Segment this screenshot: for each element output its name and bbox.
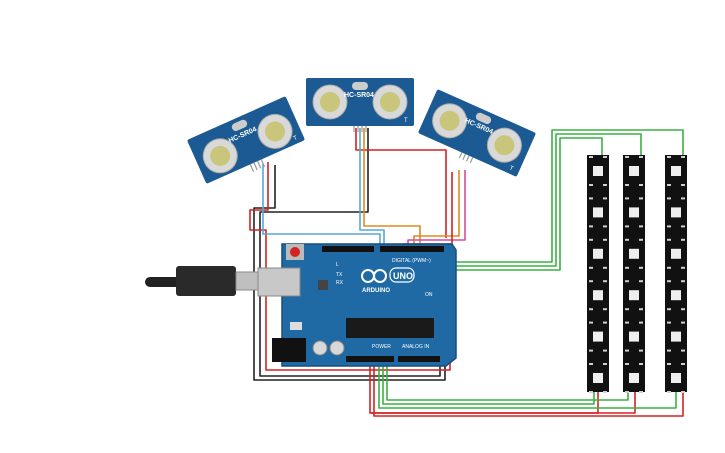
ultrasonic-sensor-left[interactable]: HC-SR04 T bbox=[187, 96, 308, 191]
capacitor-2 bbox=[329, 340, 345, 356]
l-label: L bbox=[336, 262, 339, 268]
wire-data-green-2[interactable] bbox=[376, 133, 642, 267]
digital-header-right bbox=[380, 246, 444, 252]
wire-vcc-red-2[interactable] bbox=[249, 162, 451, 371]
rx-label: RX bbox=[336, 280, 344, 286]
led-pixel bbox=[629, 290, 639, 301]
led-pixel bbox=[671, 331, 681, 342]
usb-port[interactable] bbox=[257, 267, 301, 297]
analog-header bbox=[398, 356, 440, 362]
wire-vcc-red-3[interactable] bbox=[369, 359, 599, 414]
power-header bbox=[346, 356, 394, 362]
led-pixel bbox=[671, 373, 681, 383]
wire-vcc-red-5[interactable] bbox=[373, 360, 684, 417]
led-pixel bbox=[629, 166, 639, 176]
led-pixel bbox=[593, 331, 603, 342]
led-strip-3[interactable] bbox=[665, 155, 687, 393]
wire-vcc-red[interactable] bbox=[355, 128, 447, 238]
wire-red-right[interactable] bbox=[402, 172, 453, 245]
analog-label: ANALOG IN bbox=[402, 344, 430, 350]
led-pixel bbox=[629, 373, 639, 383]
led-pixel bbox=[671, 290, 681, 301]
wire-gnd-green-2[interactable] bbox=[386, 360, 629, 401]
on-label: ON bbox=[425, 292, 433, 298]
led-pixel bbox=[593, 290, 603, 301]
wires bbox=[249, 128, 684, 417]
led-pixel bbox=[671, 207, 681, 218]
led-pixel bbox=[593, 207, 603, 218]
usb-cable[interactable] bbox=[145, 266, 259, 296]
reset-button[interactable] bbox=[290, 247, 300, 257]
led-pixel bbox=[593, 248, 603, 259]
atmega-chip bbox=[346, 318, 434, 338]
wire-gnd-black[interactable] bbox=[253, 165, 446, 381]
sensor-middle-label: HC-SR04 bbox=[344, 92, 374, 99]
sensor-middle-letter: T bbox=[404, 118, 408, 124]
wire-trig-blue[interactable] bbox=[262, 164, 381, 244]
tx-label: TX bbox=[336, 272, 343, 278]
wire-gnd-green-3[interactable] bbox=[378, 360, 677, 409]
ultrasonic-sensor-right[interactable]: HC-SR04 T bbox=[415, 89, 536, 182]
board-brand: ARDUINO bbox=[362, 288, 390, 294]
board-model: UNO bbox=[393, 271, 413, 281]
power-jack[interactable] bbox=[272, 338, 306, 362]
power-label: POWER bbox=[372, 344, 391, 350]
arduino-uno-board[interactable]: DIGITAL (PWM~) TX RX L ON UNO ARDUINO PO… bbox=[257, 243, 457, 367]
capacitor-1 bbox=[312, 340, 328, 356]
led-pixel bbox=[593, 166, 603, 176]
sensor-left-letter: T bbox=[293, 135, 299, 142]
led-strip-1[interactable] bbox=[587, 155, 609, 393]
led-pixel bbox=[593, 373, 603, 383]
wire-gnd-green-1[interactable] bbox=[382, 360, 595, 405]
led-strips bbox=[587, 155, 687, 393]
wire-trig-blue-2[interactable] bbox=[359, 128, 385, 244]
led-strip-2[interactable] bbox=[623, 155, 645, 393]
led-pixel bbox=[629, 248, 639, 259]
ultrasonic-sensor-middle[interactable]: HC-SR04 T bbox=[306, 78, 414, 132]
sensor-right-letter: T bbox=[508, 166, 514, 173]
wire-data-green-1[interactable] bbox=[372, 129, 684, 263]
led-pixel bbox=[629, 331, 639, 342]
wire-echo-orange[interactable] bbox=[363, 128, 421, 244]
digital-label: DIGITAL (PWM~) bbox=[392, 258, 431, 264]
digital-header-left bbox=[322, 246, 374, 252]
arduino-logo-icon bbox=[361, 269, 387, 283]
led-pixel bbox=[629, 207, 639, 218]
wire-data-green-3[interactable] bbox=[380, 137, 603, 271]
wire-vcc-red-4[interactable] bbox=[370, 392, 636, 414]
led-pixel bbox=[671, 166, 681, 176]
crystal bbox=[318, 280, 328, 290]
wire-pink[interactable] bbox=[407, 170, 466, 244]
led-pixel bbox=[671, 248, 681, 259]
